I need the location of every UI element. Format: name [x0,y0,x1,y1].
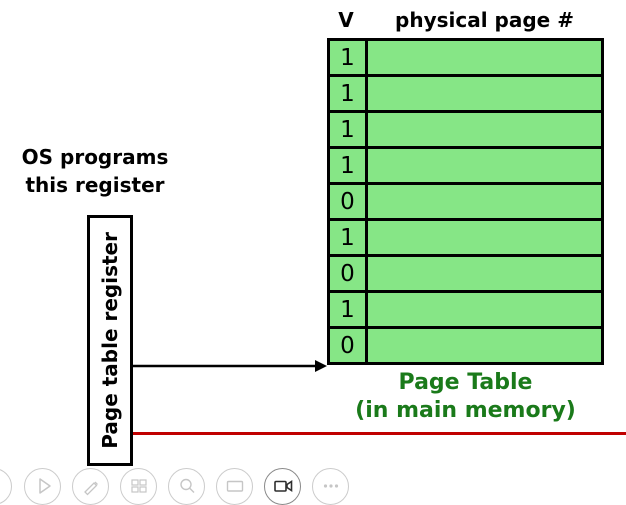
valid-bit-column-header: V [338,8,354,32]
valid-bit-cell: 1 [330,293,368,326]
physical-page-cell [368,221,601,254]
page-table-row: 1 [330,77,601,113]
page-table-row: 0 [330,329,601,362]
page-table-row: 1 [330,41,601,77]
os-programs-note-line1: OS programs [21,145,169,169]
valid-bit-cell: 0 [330,257,368,290]
page-table-row: 1 [330,221,601,257]
red-divider-line [133,432,626,435]
page-table-register-box: Page table register [87,215,133,466]
play-icon[interactable] [24,468,61,505]
os-programs-note: OS programs this register [5,143,185,199]
physical-page-cell [368,41,601,74]
camera-icon[interactable] [264,468,301,505]
valid-bit-cell: 1 [330,41,368,74]
page-table-row: 1 [330,113,601,149]
page-table-row: 0 [330,185,601,221]
page-table-caption-line2: (in main memory) [355,398,576,423]
all-slides-icon[interactable] [120,468,157,505]
more-options-icon[interactable] [312,468,349,505]
physical-page-cell [368,113,601,146]
valid-bit-cell: 1 [330,221,368,254]
physical-page-cell [368,329,601,362]
physical-page-cell [368,149,601,182]
physical-page-cell [368,293,601,326]
physical-page-column-header: physical page # [395,8,574,32]
page-table-register-label: Page table register [98,232,122,449]
page-table-row: 1 [330,293,601,329]
register-to-table-arrow [133,360,327,372]
valid-bit-cell: 0 [330,185,368,218]
slide-canvas: { "slide": { "header": { "v_label": "V",… [0,8,626,505]
physical-page-cell [368,257,601,290]
previous-icon[interactable] [0,468,12,505]
page-table-caption: Page Table (in main memory) [327,369,604,425]
subtitle-icon[interactable] [216,468,253,505]
pen-icon[interactable] [72,468,109,505]
valid-bit-cell: 0 [330,329,368,362]
page-table-row: 1 [330,149,601,185]
physical-page-cell [368,185,601,218]
page-table-caption-line1: Page Table [398,370,533,395]
page-table: 1 1 1 1 0 1 0 1 0 [327,38,604,365]
valid-bit-cell: 1 [330,113,368,146]
zoom-icon[interactable] [168,468,205,505]
page-table-row: 0 [330,257,601,293]
os-programs-note-line2: this register [25,173,165,197]
valid-bit-cell: 1 [330,77,368,110]
physical-page-cell [368,77,601,110]
valid-bit-cell: 1 [330,149,368,182]
